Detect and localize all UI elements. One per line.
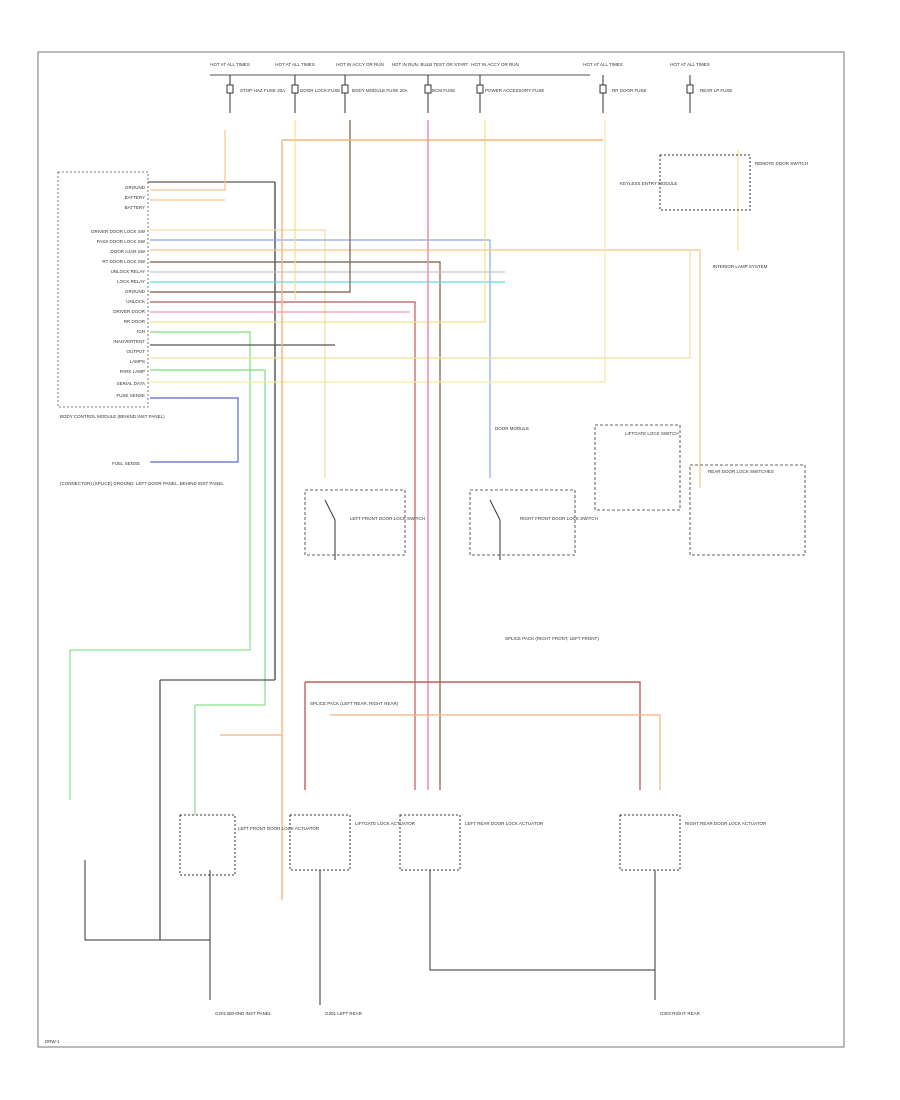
left-front-switch-box bbox=[304, 489, 406, 556]
bcm-pin-8: UNLOCK RELAY bbox=[111, 269, 145, 274]
fuse-label-6: HOT AT ALL TIMES bbox=[583, 62, 623, 67]
bcm-pin-10: GROUND bbox=[125, 289, 146, 294]
bcm-pin-6: DOOR AJAR SW bbox=[110, 249, 145, 254]
splice-mid-label: SPLICE PACK (LEFT REAR, RIGHT REAR) bbox=[310, 701, 399, 706]
red-lock-bus bbox=[304, 681, 641, 790]
orange-unlock-bus bbox=[330, 714, 661, 790]
ground-3-label: G302 RIGHT REAR bbox=[660, 1011, 701, 1016]
bcm-outline bbox=[57, 171, 149, 408]
actuator-1-box bbox=[179, 814, 236, 876]
bcm-wires bbox=[150, 120, 701, 790]
bcm-pin-15: INADVERTENT bbox=[113, 339, 145, 344]
bcm-pin-16: OUTPUT bbox=[127, 349, 146, 354]
actuator-2-box bbox=[289, 814, 351, 871]
fuse-name-1: STOP-HAZ FUSE 20A bbox=[240, 88, 285, 93]
bcm-pin-labels: GROUND BATTERY BATTERY DRIVER DOOR LOCK … bbox=[91, 185, 146, 398]
liftgate-switch-label: LIFTGATE LOCK SWITCH bbox=[625, 431, 679, 436]
right-front-switch-contact bbox=[489, 499, 501, 560]
fuse-label-5: HOT IN ACCY OR RUN bbox=[471, 62, 519, 67]
fuse-symbols bbox=[226, 75, 694, 113]
fuse-name-7: REAR LP FUSE bbox=[700, 88, 732, 93]
bcm-pin-9: LOCK RELAY bbox=[117, 279, 145, 284]
rear-switches-box bbox=[689, 464, 806, 556]
green-wire-mid bbox=[194, 690, 266, 815]
fuse-name-4: BCM FUSE bbox=[432, 88, 455, 93]
keyless-label: KEYLESS ENTRY MODULE bbox=[620, 181, 677, 186]
green-wire-left bbox=[69, 640, 251, 800]
fuse-label-4: HOT IN RUN, BULB TEST OR START bbox=[392, 62, 469, 67]
actuator-3-label: LEFT REAR DOOR LOCK ACTUATOR bbox=[465, 821, 544, 826]
fuse-label-3: HOT IN ACCY OR RUN bbox=[336, 62, 384, 67]
fuse-name-2: DOOR LOCK FUSE bbox=[300, 88, 340, 93]
ground-1-label: G201 BEHIND INST PANEL bbox=[215, 1011, 272, 1016]
bcm-pin-2: BATTERY bbox=[125, 205, 145, 210]
left-front-switch-contact bbox=[324, 499, 336, 560]
bcm-pin-4: DRIVER DOOR LOCK SW bbox=[91, 229, 146, 234]
actuator-2-label: LIFTGATE LOCK ACTUATOR bbox=[355, 821, 416, 826]
splice-top-label: SPLICE PACK (RIGHT FRONT, LEFT FRONT) bbox=[505, 636, 599, 641]
gray-ground-wire bbox=[159, 679, 275, 940]
bcm-pin-18: PARK LAMP bbox=[120, 369, 145, 374]
ground-wires bbox=[84, 860, 656, 1005]
bcm-pin-13: RR DOOR bbox=[124, 319, 146, 324]
fuse-name-3: BODY MODULE FUSE 20A bbox=[352, 88, 408, 93]
ground-2-label: G301 LEFT REAR bbox=[325, 1011, 363, 1016]
left-note: (CONNECTOR) (SPLICE) GROUND: LEFT DOOR P… bbox=[60, 481, 224, 486]
fuse-label-7: HOT AT ALL TIMES bbox=[670, 62, 710, 67]
left-front-switch-label: LEFT FRONT DOOR LOCK SWITCH bbox=[350, 516, 425, 521]
fuel-sense-label: FUEL SENSE bbox=[112, 461, 140, 466]
interior-lamp-label: INTERIOR LAMP SYSTEM bbox=[713, 264, 768, 269]
fuse-name-5: POWER ACCESSORY FUSE bbox=[485, 88, 544, 93]
actuators: LEFT FRONT DOOR LOCK ACTUATOR LIFTGATE L… bbox=[179, 814, 767, 876]
bcm-pin-17: LAMPS bbox=[130, 359, 145, 364]
fuse-label-2: HOT AT ALL TIMES bbox=[275, 62, 315, 67]
actuator-4-label: RIGHT REAR DOOR LOCK ACTUATOR bbox=[685, 821, 767, 826]
bcm-label: BODY CONTROL MODULE (BEHIND INST PANEL) bbox=[60, 414, 165, 419]
bcm-pin-0: GROUND bbox=[125, 185, 146, 190]
door-module-label: DOOR MODULE bbox=[495, 426, 529, 431]
bcm-pin-5: PASS DOOR LOCK SW bbox=[97, 239, 146, 244]
actuator-4-box bbox=[619, 814, 681, 871]
diagram-frame bbox=[37, 51, 845, 1048]
bcm-pin-11: UNLOCK bbox=[126, 299, 145, 304]
bcm-pin-12: DRIVER DOOR bbox=[113, 309, 146, 314]
fuse-name-6: RR DOOR FUSE bbox=[612, 88, 647, 93]
keyless-box bbox=[659, 154, 751, 211]
bcm-pin-7: RT DOOR LOCK SW bbox=[102, 259, 145, 264]
right-front-switch-box bbox=[469, 489, 576, 556]
fuse-label-1: HOT AT ALL TIMES bbox=[210, 62, 250, 67]
bcm-pin-19: SERIAL DATA bbox=[117, 381, 145, 386]
bcm-pin-14: IGN bbox=[137, 329, 145, 334]
rear-switches-label: REAR DOOR LOCK SWITCHES bbox=[708, 469, 774, 474]
liftgate-switch-box bbox=[594, 424, 681, 511]
bcm-pin-1: BATTERY bbox=[125, 195, 145, 200]
right-front-switch-label: RIGHT FRONT DOOR LOCK SWITCH bbox=[520, 516, 598, 521]
bcm-pin-20: FUSE SENSE bbox=[116, 393, 145, 398]
actuator-1-label: LEFT FRONT DOOR LOCK ACTUATOR bbox=[238, 826, 320, 831]
footer-code: DRW-1 bbox=[45, 1039, 60, 1044]
remote-label: REMOTE DOOR SWITCH bbox=[755, 161, 808, 166]
